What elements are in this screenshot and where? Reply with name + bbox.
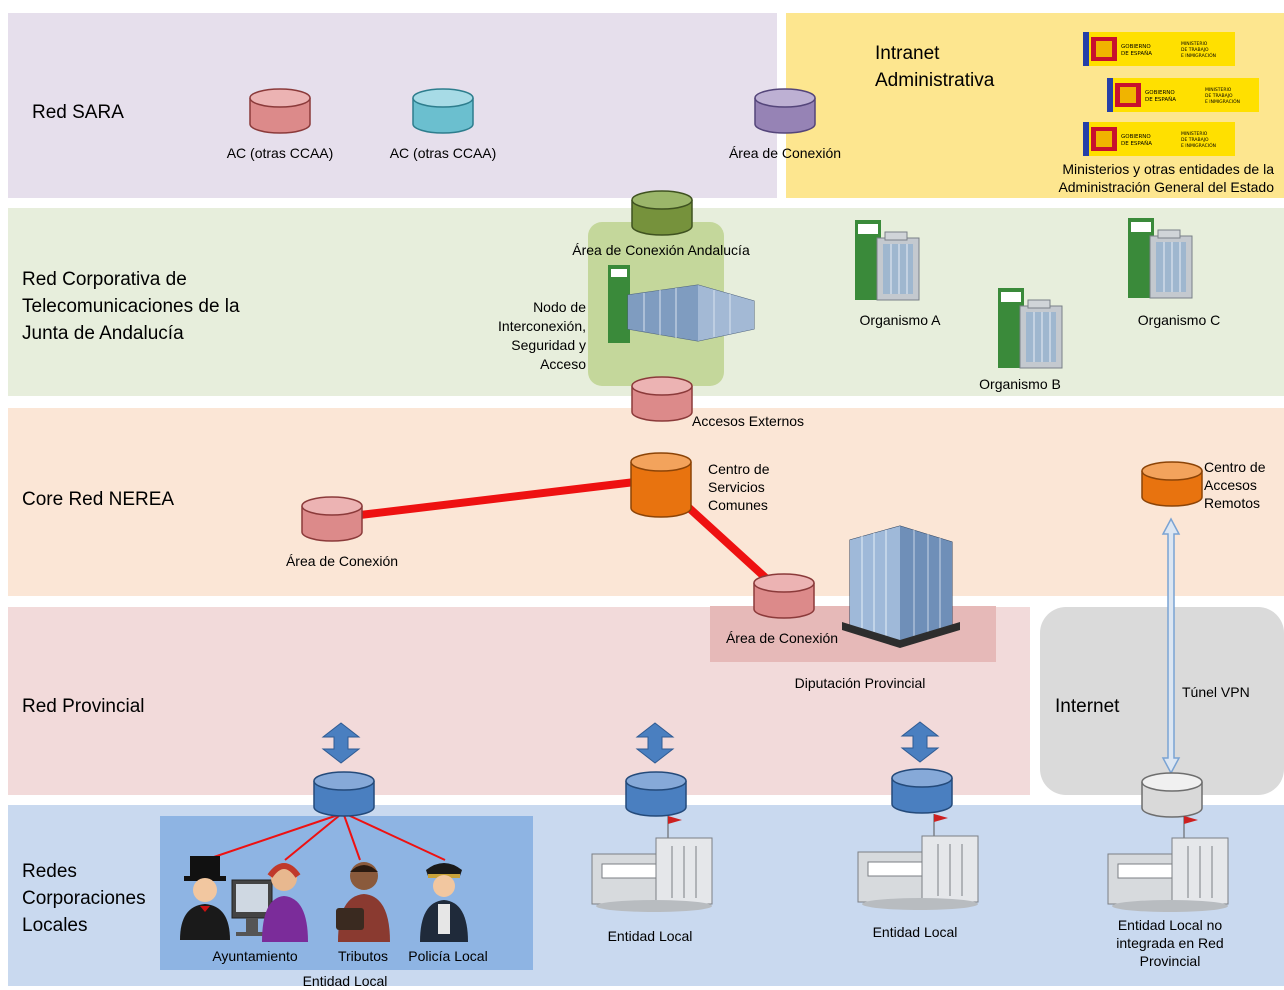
svg-text:GOBIERNO: GOBIERNO — [1145, 90, 1175, 96]
building-icon — [998, 288, 1063, 369]
label-ac-otras-ccaa-1: AC (otras CCAA) — [226, 145, 334, 161]
label-area-conexion-sara: Área de Conexión — [728, 145, 842, 161]
svg-text:MINISTERIO: MINISTERIO — [1181, 41, 1208, 47]
government-logo-icon: GOBIERNO DE ESPAÑA MINISTERIO DE TRABAJO… — [1107, 78, 1259, 112]
town-hall-icon — [857, 814, 979, 910]
svg-text:DE ESPAÑA: DE ESPAÑA — [1121, 140, 1152, 147]
database-icon — [1141, 772, 1203, 818]
link-user-ayuntamiento — [204, 814, 339, 861]
town-hall-icon — [1107, 816, 1229, 912]
database-icon — [631, 376, 693, 422]
label-ayuntamiento: Ayuntamiento — [212, 948, 298, 964]
database-icon — [891, 768, 953, 814]
svg-text:E INMIGRACIÓN: E INMIGRACIÓN — [1181, 52, 1216, 59]
svg-text:DE TRABAJO: DE TRABAJO — [1181, 137, 1209, 143]
svg-text:DE ESPAÑA: DE ESPAÑA — [1145, 96, 1176, 103]
database-icon — [249, 88, 311, 134]
link-user-operator — [284, 814, 341, 861]
double-arrow-icon — [321, 722, 361, 764]
database-icon — [631, 190, 693, 236]
building-icon — [1128, 218, 1193, 299]
person-icon — [420, 863, 468, 942]
government-logo-icon: GOBIERNO DE ESPAÑA MINISTERIO DE TRABAJO… — [1083, 32, 1235, 66]
database-icon — [625, 771, 687, 817]
label-policia-local: Policía Local — [408, 948, 488, 964]
label-red-provincial: Red Provincial — [22, 696, 145, 717]
label-organismo-a: Organismo A — [859, 312, 941, 328]
label-tunel-vpn: Túnel VPN — [1182, 684, 1250, 700]
building-icon — [608, 265, 755, 343]
label-organismo-c: Organismo C — [1137, 312, 1221, 328]
svg-text:DE ESPAÑA: DE ESPAÑA — [1121, 50, 1152, 57]
building-icon — [855, 220, 920, 301]
database-icon — [753, 573, 815, 619]
government-logo-icon: GOBIERNO DE ESPAÑA MINISTERIO DE TRABAJO… — [1083, 122, 1235, 156]
label-entidad-local-1: Entidad Local — [607, 928, 693, 944]
link-user-tributos — [343, 814, 361, 861]
label-tributos: Tributos — [337, 948, 389, 964]
database-icon — [630, 452, 692, 518]
database-icon — [313, 771, 375, 817]
town-hall-icon — [591, 816, 713, 912]
person-icon — [231, 863, 308, 942]
label-internet: Internet — [1055, 696, 1120, 717]
svg-text:E INMIGRACIÓN: E INMIGRACIÓN — [1181, 142, 1216, 149]
database-icon — [412, 88, 474, 134]
database-icon — [1141, 461, 1203, 507]
label-area-conexion-core: Área de Conexión — [285, 553, 399, 569]
entidad-local-group-highlight — [160, 816, 533, 970]
label-red-sara: Red SARA — [32, 102, 124, 123]
label-organismo-b: Organismo B — [979, 376, 1061, 392]
svg-text:DE TRABAJO: DE TRABAJO — [1181, 47, 1209, 53]
svg-text:DE TRABAJO: DE TRABAJO — [1205, 93, 1233, 99]
database-icon — [754, 88, 816, 134]
double-arrow-icon — [900, 721, 940, 763]
link-core-area-to-servicios — [359, 478, 636, 519]
label-core-nerea: Core Red NEREA — [22, 489, 175, 510]
database-icon — [301, 496, 363, 542]
svg-text:GOBIERNO: GOBIERNO — [1121, 134, 1151, 140]
band-red-sara — [8, 13, 777, 198]
label-entidad-local-2: Entidad Local — [872, 924, 958, 940]
link-servicios-to-provincial-area — [685, 504, 771, 583]
label-entidad-local-group: Entidad Local — [302, 973, 388, 989]
link-user-policia — [347, 814, 446, 861]
vpn-tunnel-arrow — [1161, 517, 1181, 775]
label-diputacion-provincial: Diputación Provincial — [794, 675, 926, 691]
svg-text:MINISTERIO: MINISTERIO — [1205, 87, 1232, 93]
band-internet — [1040, 607, 1284, 795]
label-area-conexion-andalucia: Área de Conexión Andalucía — [572, 242, 750, 258]
label-area-conexion-provincial: Área de Conexión — [725, 630, 839, 646]
label-ac-otras-ccaa-2: AC (otras CCAA) — [389, 145, 497, 161]
svg-text:E INMIGRACIÓN: E INMIGRACIÓN — [1205, 98, 1240, 105]
double-arrow-icon — [635, 722, 675, 764]
label-accesos-externos: Accesos Externos — [692, 413, 805, 429]
svg-text:MINISTERIO: MINISTERIO — [1181, 131, 1208, 137]
person-icon — [180, 856, 230, 940]
office-tower-icon — [842, 525, 960, 648]
svg-text:GOBIERNO: GOBIERNO — [1121, 44, 1151, 50]
person-icon — [336, 862, 390, 942]
